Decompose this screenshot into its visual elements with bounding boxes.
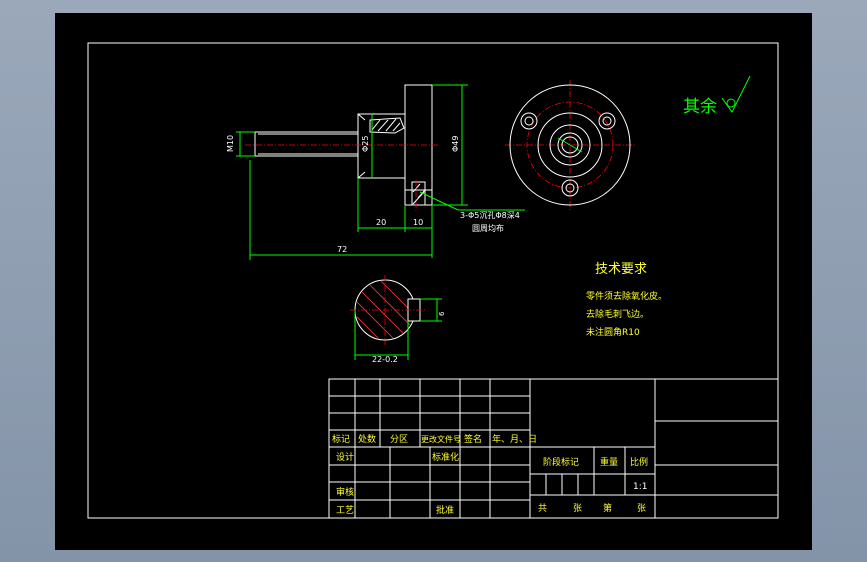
tb-sign: 签名 bbox=[464, 433, 482, 445]
dim-thread: M10 bbox=[226, 135, 235, 152]
tb-design: 设计 bbox=[336, 451, 354, 463]
tb-count: 处数 bbox=[358, 433, 376, 445]
side-view-dimensions: M10 Φ25 Φ49 20 10 72 3-Φ5沉孔Φ8深4 圆周均布 bbox=[226, 84, 525, 260]
dim-flange-dia: Φ49 bbox=[451, 136, 460, 152]
dim-neck-dia: Φ25 bbox=[361, 136, 370, 152]
tb-page-no: 第 bbox=[603, 502, 612, 514]
drawing-canvas: M10 Φ25 Φ49 20 10 72 3-Φ5沉孔Φ8深4 圆周均布 bbox=[87, 42, 779, 519]
tb-weight: 重量 bbox=[600, 456, 618, 468]
side-view bbox=[245, 84, 440, 212]
tb-page: 张 bbox=[637, 503, 646, 514]
tb-mark: 标记 bbox=[332, 433, 350, 445]
tech-req-item: 去除毛刺飞边。 bbox=[586, 308, 649, 320]
tech-req-item: 零件须去除氧化皮。 bbox=[586, 290, 667, 302]
tb-review: 审核 bbox=[336, 486, 354, 498]
bolt-hole bbox=[520, 112, 538, 130]
tb-stage-mark: 阶段标记 bbox=[543, 456, 579, 468]
tech-requirements: 技术要求 零件须去除氧化皮。 去除毛刺飞边。 未注圆角R10 bbox=[586, 262, 667, 338]
tech-req-title: 技术要求 bbox=[595, 262, 647, 277]
tb-date: 年、月、日 bbox=[492, 433, 537, 445]
tb-standardize: 标准化 bbox=[432, 451, 459, 463]
title-block: 标记 处数 分区 更改文件号 签名 年、月、日 设计 标准化 审核 工艺 批准 … bbox=[328, 378, 779, 519]
dim-10: 10 bbox=[413, 218, 423, 227]
hole-note-2: 圆周均布 bbox=[472, 223, 504, 233]
dim-key-width: 6 bbox=[438, 311, 446, 316]
dim-72: 72 bbox=[337, 245, 347, 254]
tb-change-doc: 更改文件号 bbox=[421, 434, 461, 444]
section-view: 6 22-0.2 bbox=[350, 275, 446, 364]
tech-req-item: 未注圆角R10 bbox=[586, 326, 640, 338]
front-view bbox=[505, 80, 635, 210]
bolt-hole bbox=[561, 179, 579, 197]
dim-20: 20 bbox=[376, 218, 386, 227]
tb-zone: 分区 bbox=[390, 434, 408, 445]
roughness-label: 其余 bbox=[683, 97, 717, 117]
tb-sheets: 张 bbox=[573, 503, 582, 514]
roughness-symbol: 其余 bbox=[683, 75, 751, 117]
tb-scale-value: 1:1 bbox=[633, 482, 647, 492]
hole-note-1: 3-Φ5沉孔Φ8深4 bbox=[460, 211, 520, 220]
drawing-sheet: M10 Φ25 Φ49 20 10 72 3-Φ5沉孔Φ8深4 圆周均布 bbox=[55, 13, 812, 550]
tb-total: 共 bbox=[538, 503, 547, 514]
tb-approve: 批准 bbox=[436, 504, 454, 516]
bolt-hole bbox=[598, 112, 616, 130]
dim-key-depth: 22-0.2 bbox=[372, 355, 398, 364]
tb-scale: 比例 bbox=[630, 456, 648, 468]
tb-process: 工艺 bbox=[336, 505, 354, 516]
